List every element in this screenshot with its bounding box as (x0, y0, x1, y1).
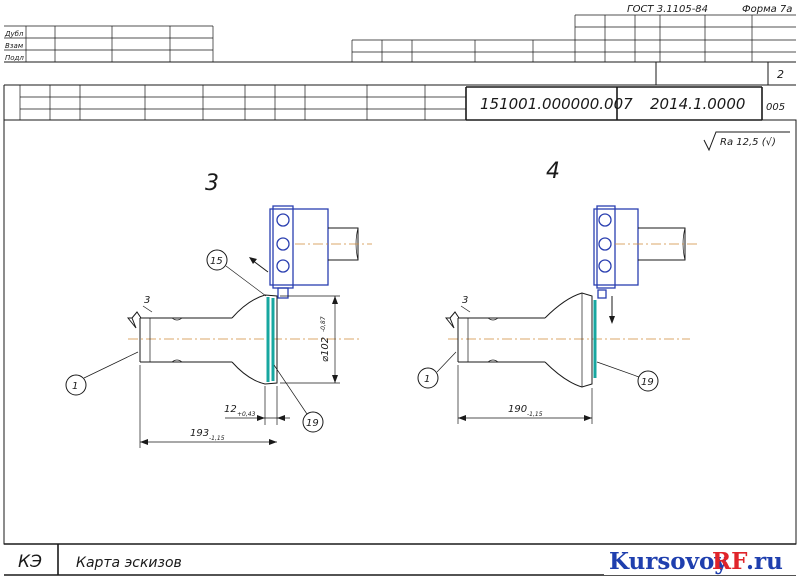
site-watermark: Kursovoy RF .ru (604, 545, 796, 575)
sketch-3-base-mark: 3 (144, 295, 150, 306)
watermark-part2: RF (712, 548, 748, 575)
header-grid: ГОСТ 3.1105-84 Форма 7а Дубл Взам Подл 2… (3, 4, 796, 121)
sketch-3-length-total: 193 (190, 428, 209, 439)
sketch-3-length-small-tol: +0,43 (237, 411, 256, 418)
roughness-mark: Ra 12,5 (√) (703, 131, 790, 152)
watermark-part3: .ru (746, 548, 783, 575)
sketch-3: 3 3 ⌀102 (65, 171, 372, 448)
roughness-text: Ra 12,5 (√) (720, 137, 776, 148)
sketch-3-diameter-tol: -0,87 (320, 316, 327, 332)
footer-title: Карта эскизов (76, 555, 182, 571)
tool-holder-4 (593, 205, 700, 299)
part-code: 2014.1.0000 (650, 95, 745, 113)
sheet-number: 2 (777, 68, 784, 81)
sketch-4-base-mark: 3 (462, 295, 468, 306)
watermark-part1: Kursovoy (609, 548, 728, 575)
sketch-3-callout-19: 19 (306, 418, 319, 429)
dubl-label: Дубл (4, 30, 24, 38)
sketch-4-callout-1: 1 (424, 374, 430, 385)
footer-code: КЭ (18, 552, 42, 572)
form-label: Форма 7а (742, 4, 792, 15)
sketch-3-length-total-tol: -1,15 (209, 435, 225, 442)
document-code: 151001.000000.007 (480, 95, 633, 113)
drawing-frame (3, 119, 797, 545)
operation-number: 005 (766, 102, 785, 113)
standard-label: ГОСТ 3.1105-84 (627, 4, 708, 15)
sketch-4-callout-19: 19 (641, 377, 654, 388)
sketch-3-diameter: ⌀102 (320, 337, 331, 362)
sketch-3-callout-15: 15 (210, 256, 223, 267)
sketch-4-length-total: 190 (508, 404, 527, 415)
sketch-3-length-small: 12 (224, 404, 237, 415)
vzam-label: Взам (5, 42, 24, 50)
sketch-4: 4 3 190 -1,15 1 (417, 159, 700, 424)
tool-holder-3 (269, 205, 372, 299)
sketch-3-number: 3 (205, 171, 219, 196)
sketch-4-number: 4 (546, 159, 560, 184)
sketch-4-length-total-tol: -1,15 (527, 411, 543, 418)
sketch-3-callout-1: 1 (72, 381, 78, 392)
podl-label: Подл (5, 54, 24, 62)
